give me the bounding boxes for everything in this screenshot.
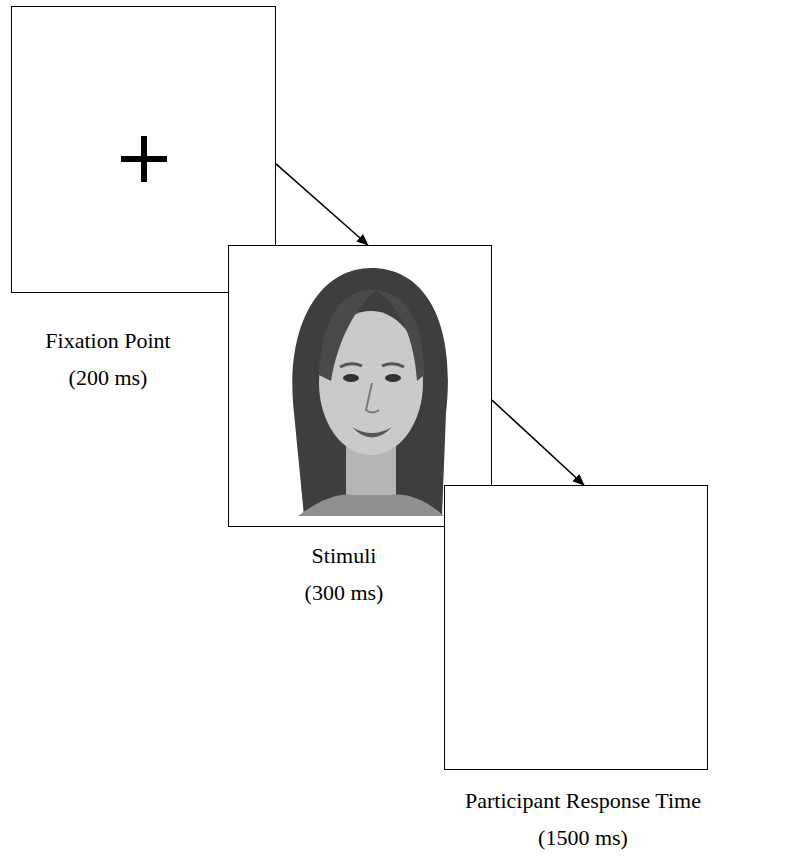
face-photo [276,263,461,516]
screen-label: Fixation Point (200 ms) [28,322,188,396]
sequence-arrow [276,164,368,245]
screen-label: Participant Response Time (1500 ms) [448,782,718,856]
sequence-arrow [492,400,584,485]
fixation-cross [114,129,174,189]
screen-label: Stimuli (300 ms) [289,537,399,611]
screen-frame: Participant Response Time (1500 ms) [444,485,708,770]
